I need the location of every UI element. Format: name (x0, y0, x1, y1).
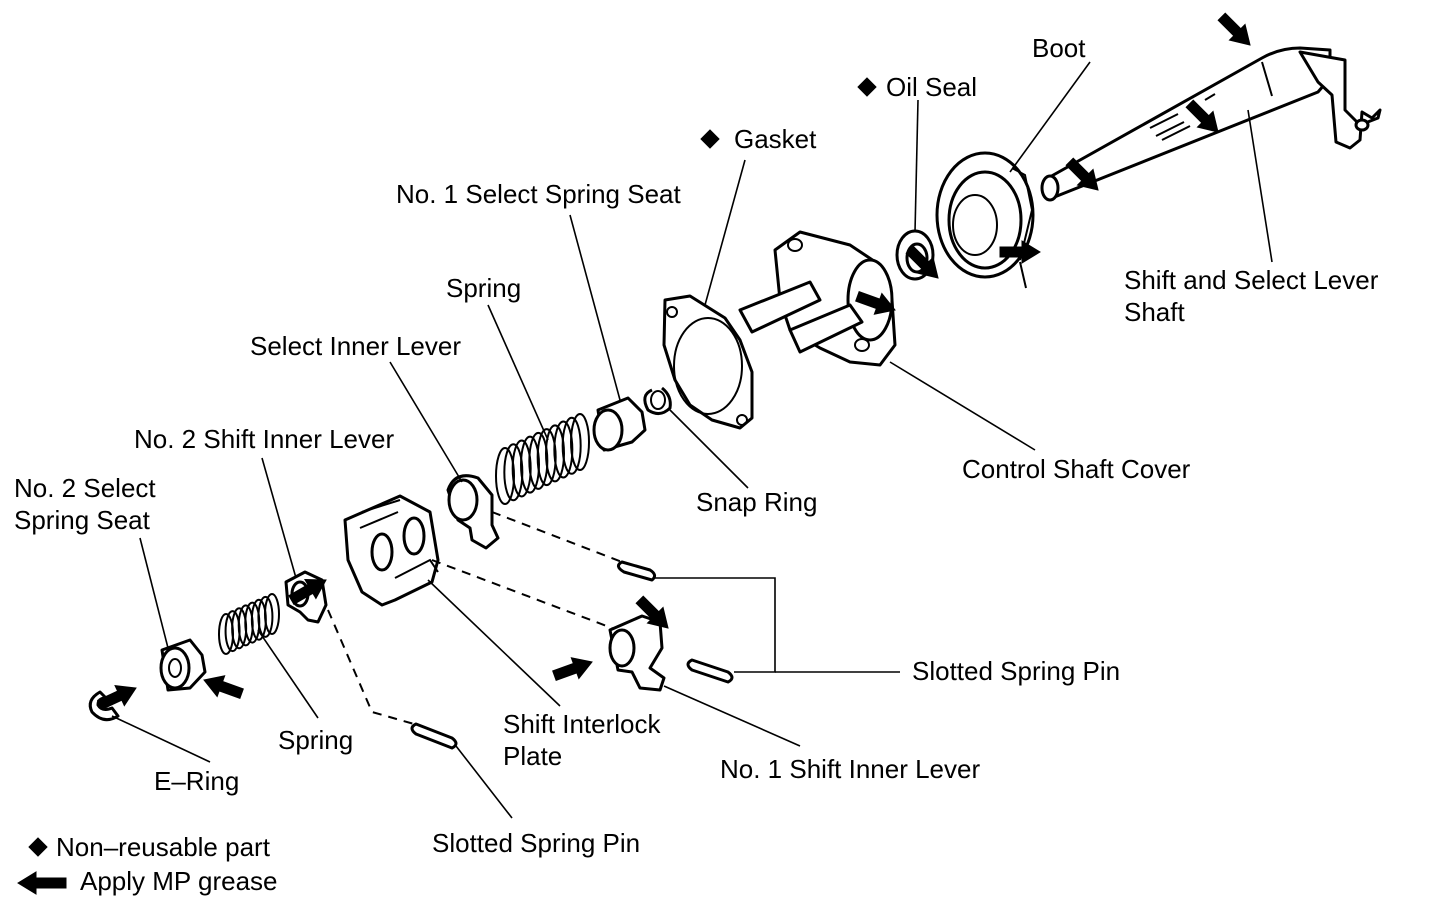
legend-non-reusable-text: Non–reusable part (56, 832, 271, 862)
label-shift-interlock-plate-2: Plate (503, 741, 562, 771)
grease-arrow-icon (552, 657, 593, 682)
legend-apply-grease-text: Apply MP grease (80, 866, 278, 896)
no1-shift-inner-lever-drawing (608, 614, 666, 692)
spring-coil (545, 424, 565, 483)
grease-arrow-icon (905, 245, 939, 279)
label-no1-shift-inner-lever: No. 1 Shift Inner Lever (720, 754, 980, 784)
shift-select-lever-shaft-drawing (1040, 46, 1382, 202)
label-shift-select-lever-shaft-2: Shaft (1124, 297, 1185, 327)
legend-arrow-icon (17, 871, 67, 895)
spring-coil (528, 431, 549, 490)
dashed-assembly-line-middle (431, 559, 613, 629)
dashed-assembly-line-upper (491, 511, 623, 563)
grease-arrow-icon (1185, 99, 1219, 133)
label-shift-interlock-plate-1: Shift Interlock (503, 709, 662, 739)
slotted-spring-pin-bottom-drawing (410, 722, 458, 750)
snap-ring-drawing (643, 386, 672, 415)
spring-coil (561, 416, 582, 475)
grease-arrows (96, 12, 1251, 711)
spring-coil (570, 413, 590, 471)
select-inner-lever-drawing (446, 474, 500, 550)
label-spring-upper: Spring (446, 273, 521, 303)
label-no1-select-spring-seat: No. 1 Select Spring Seat (396, 179, 681, 209)
legend: Non–reusable part Apply MP grease (17, 832, 278, 896)
spring-coil (536, 428, 557, 487)
label-gasket: Gasket (734, 124, 817, 154)
grease-arrow-icon (999, 240, 1041, 264)
control-shaft-cover-drawing (738, 230, 897, 367)
spring-coil (264, 593, 280, 635)
grease-arrow-icon (855, 290, 896, 315)
lower-spring-drawing (218, 593, 280, 655)
leader-lines (111, 61, 1273, 819)
spring-coil (495, 447, 515, 505)
spring-coil (553, 420, 574, 479)
slotted-spring-pin-right-drawing (686, 658, 734, 684)
shift-interlock-plate-drawing (343, 494, 440, 607)
label-slotted-spring-pin-bottom: Slotted Spring Pin (432, 828, 640, 858)
spring-coil (257, 595, 274, 638)
label-control-shaft-cover: Control Shaft Cover (962, 454, 1191, 484)
no1-select-spring-seat-drawing (592, 396, 647, 452)
grease-arrow-icon (635, 595, 669, 629)
label-boot: Boot (1032, 33, 1086, 63)
label-shift-select-lever-shaft-1: Shift and Select Lever (1124, 265, 1379, 295)
label-e-ring: E–Ring (154, 766, 239, 796)
label-select-inner-lever: Select Inner Lever (250, 331, 461, 361)
upper-spring-drawing (495, 413, 590, 505)
slotted-spring-pin-upper-drawing (617, 560, 657, 582)
gasket-drawing (662, 294, 754, 430)
spring-coil (511, 439, 532, 498)
label-no2-select-spring-seat-2: Spring Seat (14, 505, 151, 535)
spring-coil (520, 435, 540, 494)
label-no2-shift-inner-lever: No. 2 Shift Inner Lever (134, 424, 394, 454)
grease-arrow-icon (203, 675, 244, 700)
dashed-assembly-line-bottom (327, 609, 415, 725)
grease-arrow-icon (288, 578, 327, 606)
non-reusable-diamond-icon (700, 129, 720, 149)
boot-drawing (935, 151, 1035, 289)
grease-arrow-icon (1217, 12, 1251, 46)
non-reusable-diamond-icon (857, 77, 877, 97)
label-snap-ring: Snap Ring (696, 487, 817, 517)
grease-arrow-icon (96, 685, 137, 711)
grease-arrow-icon (1065, 157, 1099, 191)
no2-select-spring-seat-drawing (159, 638, 207, 692)
legend-diamond-icon (28, 837, 48, 857)
label-spring-lower: Spring (278, 725, 353, 755)
label-slotted-spring-pin-right: Slotted Spring Pin (912, 656, 1120, 686)
label-no2-select-spring-seat-1: No. 2 Select (14, 473, 156, 503)
label-oil-seal: Oil Seal (886, 72, 977, 102)
spring-coil (503, 443, 524, 502)
